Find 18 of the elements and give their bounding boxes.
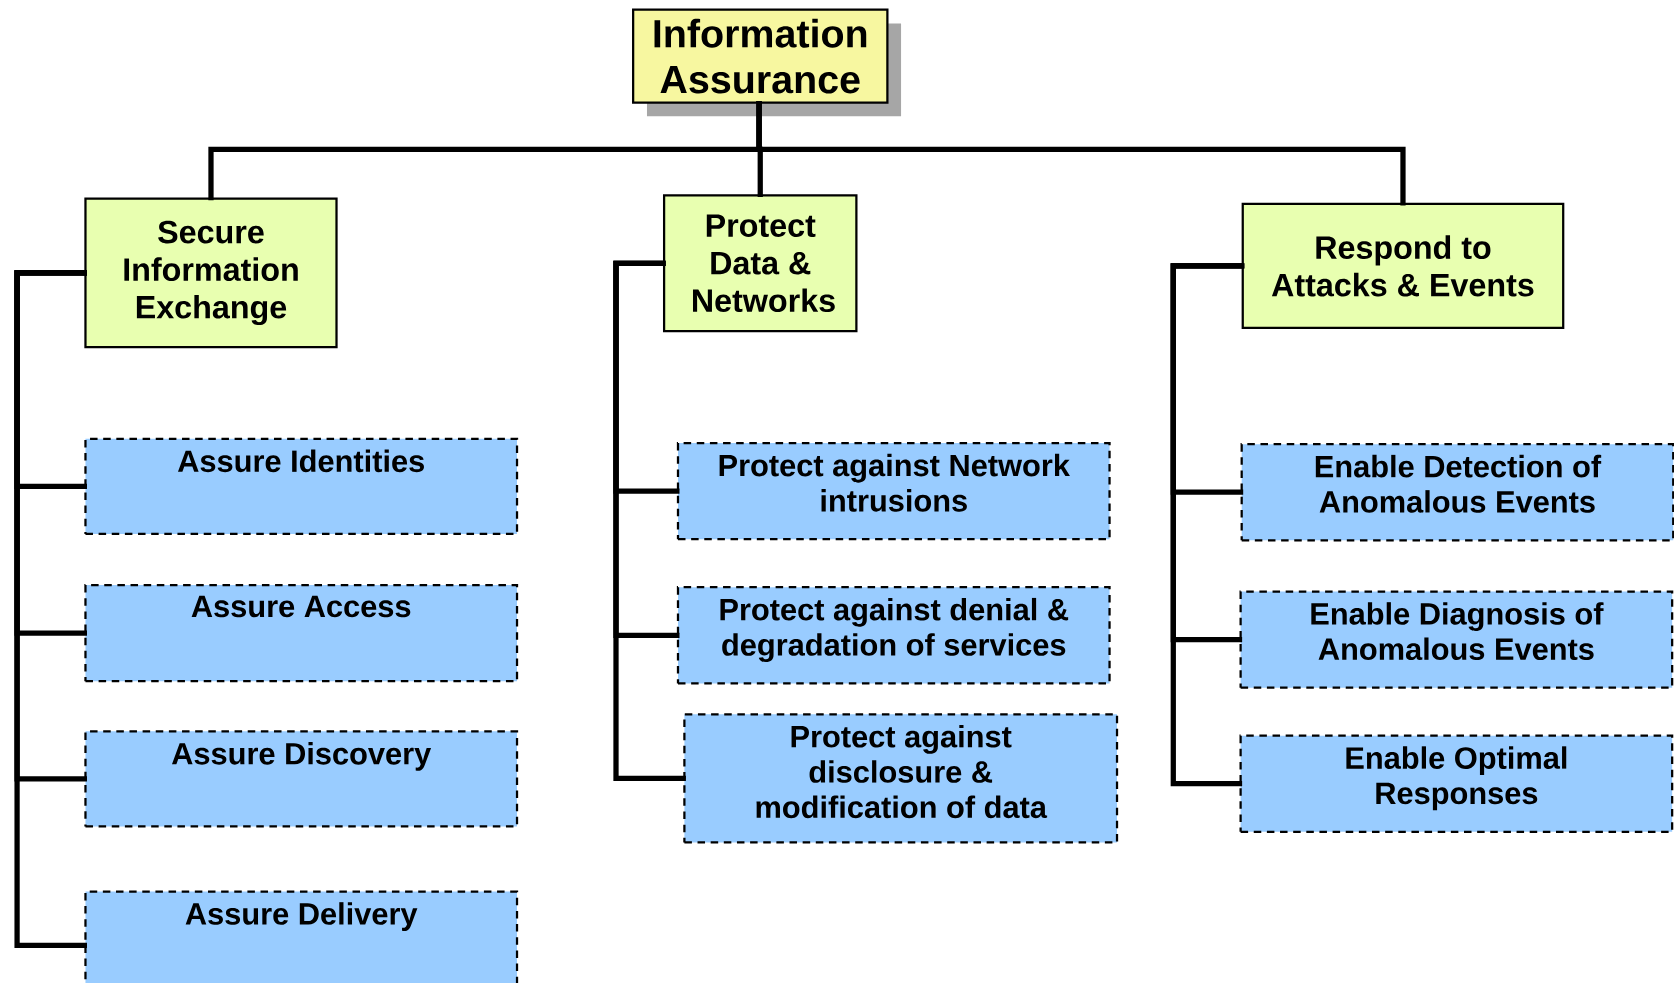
task-box: Enable Diagnosis of Anomalous Events: [1239, 590, 1674, 689]
connector-line: [613, 260, 686, 781]
task-box: Protect against Network intrusions: [676, 441, 1111, 541]
task-box: Protect against disclosure & modification of data: [683, 713, 1119, 844]
task-box: Assure Identities: [84, 437, 519, 535]
category-box: Respond to Attacks & Events: [1241, 202, 1565, 329]
category-box: Protect Data & Networks: [663, 194, 858, 333]
connector-line: [1170, 263, 1245, 787]
title-box: Information Assurance: [632, 8, 889, 104]
connector-line: [756, 101, 1406, 206]
task-box: Assure Discovery: [84, 730, 519, 828]
task-box: Protect against denial & degradation of services: [676, 586, 1111, 685]
task-box: Assure Delivery: [84, 890, 519, 983]
task-box: Enable Optimal Responses: [1239, 734, 1674, 833]
task-box: Assure Access: [84, 583, 519, 683]
task-box: Enable Detection of Anomalous Events: [1240, 442, 1674, 542]
category-box: Secure Information Exchange: [84, 197, 338, 349]
connector-line: [14, 270, 87, 948]
